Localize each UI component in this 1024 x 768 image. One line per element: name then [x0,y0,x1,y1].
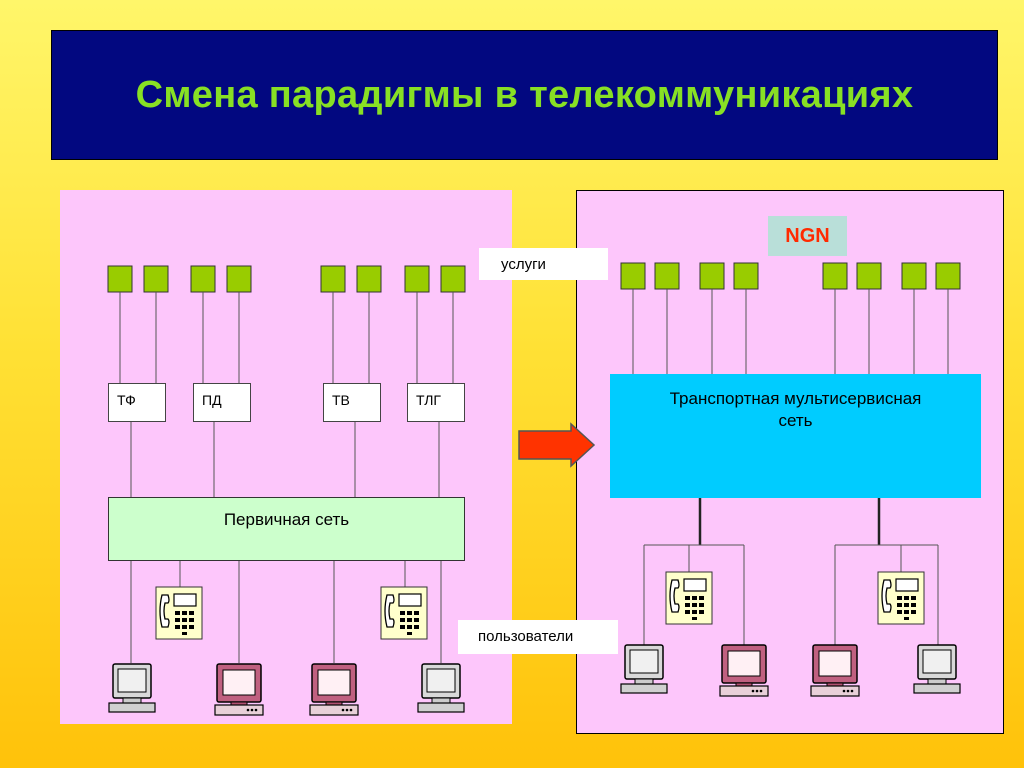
service-network-pd: ПД [193,383,251,422]
telephone-icon [877,571,925,625]
telephone-icon [155,586,203,640]
page-title: Смена парадигмы в телекоммуникациях [135,73,914,116]
transport-network-label: Транспортная мультисервисная сеть [669,389,922,431]
telephone-icon [380,586,428,640]
ngn-label: NGN [768,216,847,256]
users-label: пользователи [458,620,618,654]
computer-icon [719,644,769,697]
computer-icon [810,644,860,697]
service-network-tv: ТВ [323,383,381,422]
service-network-tf: ТФ [108,383,166,422]
arrow-right-icon [518,422,596,468]
computer-icon [214,663,264,716]
computer-icon [417,663,465,713]
traditional-network-panel [60,190,512,724]
service-network-tlg: ТЛГ [407,383,465,422]
title-bar: Смена парадигмы в телекоммуникациях [51,30,998,160]
computer-icon [913,644,961,694]
transport-network-box: Транспортная мультисервисная сеть [610,374,981,498]
computer-icon [620,644,668,694]
primary-network-box: Первичная сеть [108,497,465,561]
services-label: услуги [479,248,608,280]
telephone-icon [665,571,713,625]
computer-icon [309,663,359,716]
computer-icon [108,663,156,713]
